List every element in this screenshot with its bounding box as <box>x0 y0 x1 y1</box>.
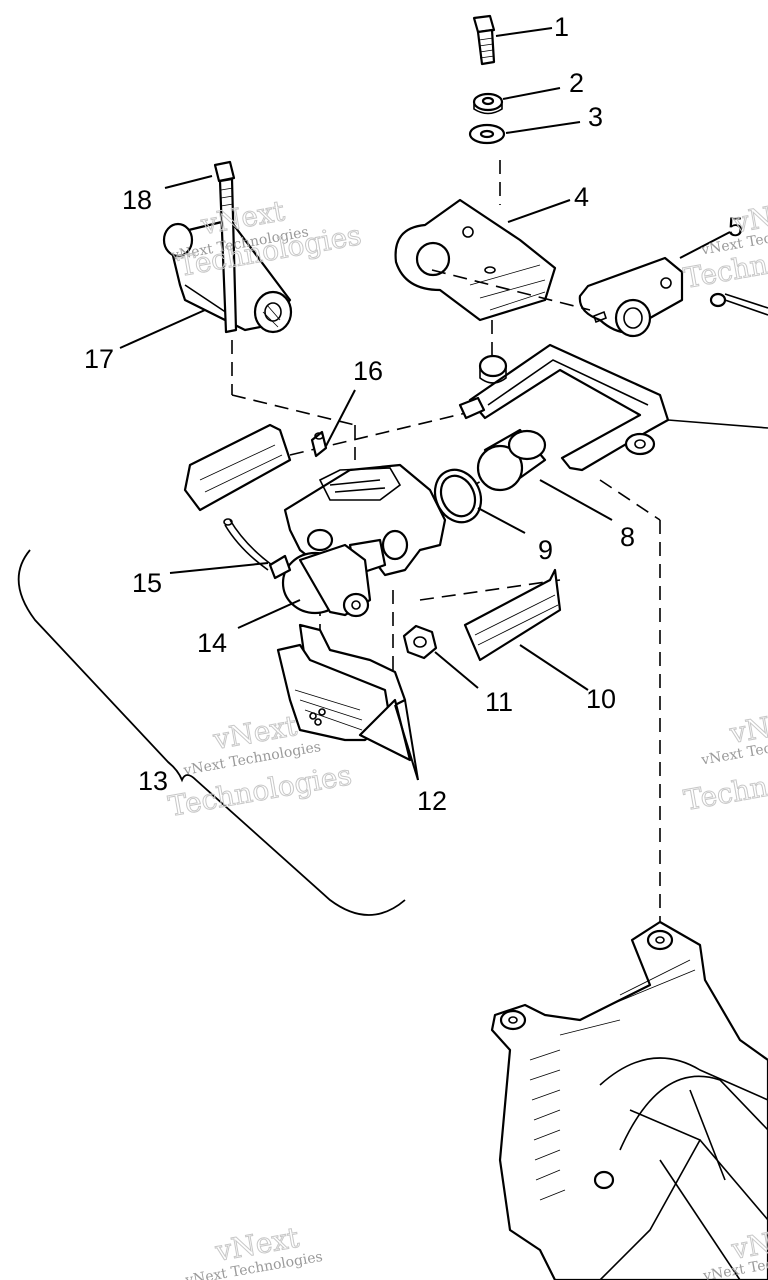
part-16-bleeder <box>310 430 328 458</box>
callout-12: 12 <box>417 786 447 816</box>
callout-17: 17 <box>84 344 114 374</box>
part-9-seal <box>433 468 483 524</box>
callout-9: 9 <box>538 535 553 565</box>
leader-lines <box>119 27 731 781</box>
part-14-cap <box>281 543 372 618</box>
callout-8: 8 <box>620 522 635 552</box>
callout-4: 4 <box>574 182 589 212</box>
callout-14: 14 <box>197 628 227 658</box>
callout-10: 10 <box>586 684 616 714</box>
part-2-lock-washer <box>472 92 504 115</box>
callout-labels: 1 2 3 4 5 8 9 10 11 12 13 14 15 16 17 18 <box>84 12 743 816</box>
part-11-nut <box>402 624 438 660</box>
part-10-shim <box>463 568 562 662</box>
watermark-middle-right: vNext vNext Technologies Technologies <box>681 702 768 817</box>
callout-5: 5 <box>728 212 743 242</box>
callout-13: 13 <box>138 766 168 796</box>
callout-1: 1 <box>554 12 569 42</box>
frame-assembly <box>490 920 768 1280</box>
watermark-bottom-left: vNext vNext Technologies <box>183 1220 324 1280</box>
callout-15: 15 <box>132 568 162 598</box>
callout-3: 3 <box>588 102 603 132</box>
caliper-body <box>283 463 447 577</box>
part-8-piston <box>476 428 547 492</box>
part-18-screw <box>213 160 238 334</box>
assembly-brace-13 <box>17 549 406 916</box>
part-15-pin <box>223 518 292 580</box>
part-4-bracket <box>394 198 557 322</box>
callout-18: 18 <box>122 185 152 215</box>
upper-shim <box>183 423 292 512</box>
callout-2: 2 <box>569 68 584 98</box>
part-1-bolt <box>472 14 496 66</box>
callout-16: 16 <box>353 356 383 386</box>
caliper-bracket <box>458 343 768 472</box>
part-3-washer <box>468 123 506 145</box>
part-5-lever <box>578 256 768 338</box>
watermark-top-right: vNext vNext Technologies Technologies <box>681 192 768 296</box>
callout-11: 11 <box>485 687 513 717</box>
